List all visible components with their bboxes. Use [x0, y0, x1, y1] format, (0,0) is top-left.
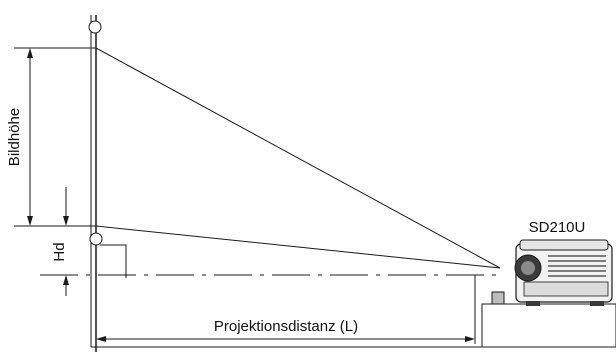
- hd-label: Hd: [51, 242, 68, 261]
- screen-bottom-marker: [89, 232, 103, 246]
- image-height-arrow-top: [27, 48, 33, 58]
- projector-lens-inner: [521, 261, 535, 275]
- lens-offset-bracket: [100, 244, 127, 278]
- image-height-label: Bildhöhe: [6, 108, 23, 166]
- hd-arrow-bottom: [63, 275, 69, 285]
- projector-model-label: SD210U: [529, 219, 586, 236]
- image-height-arrow-bottom: [27, 216, 33, 226]
- hd-arrow-top: [63, 216, 69, 226]
- distance-arrow-right: [465, 336, 475, 342]
- beam-top-line: [95, 47, 501, 269]
- screen-top-marker: [88, 20, 102, 34]
- projection-distance-label: Projektionsdistanz (L): [214, 318, 358, 335]
- distance-arrow-left: [96, 336, 106, 342]
- beam-bottom-line: [95, 225, 501, 269]
- table-platform: [481, 303, 616, 348]
- projector-illustration: [491, 239, 613, 306]
